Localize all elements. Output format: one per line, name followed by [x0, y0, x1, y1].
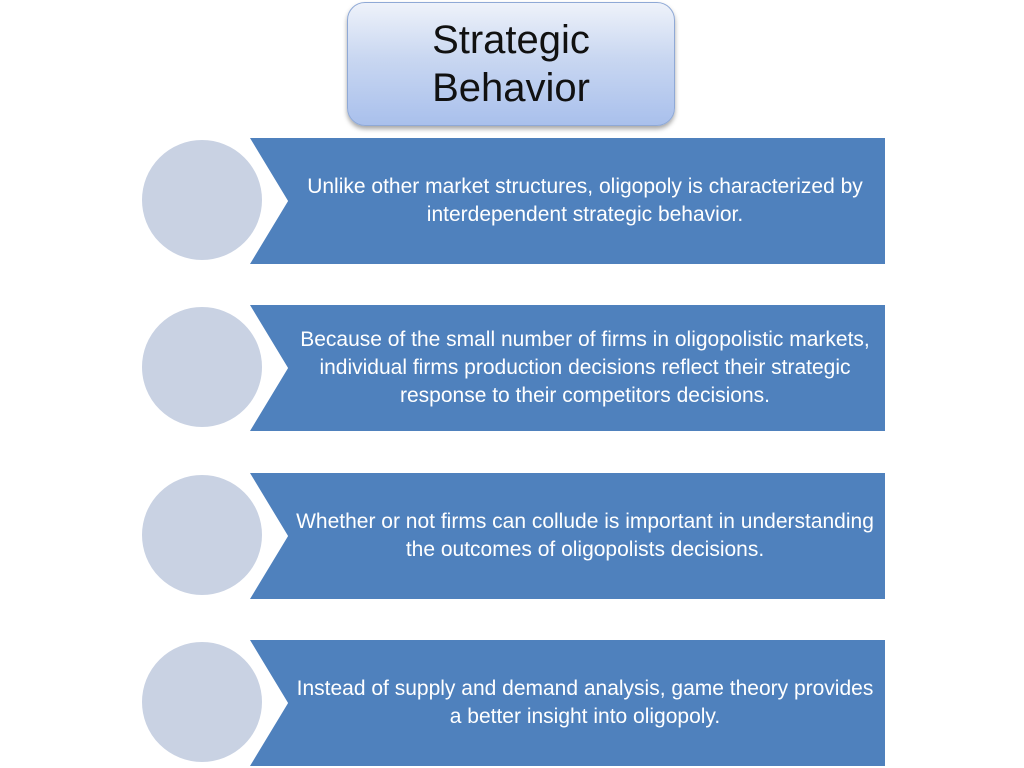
- diagram-title: Strategic Behavior: [432, 18, 590, 110]
- item-banner: [250, 473, 885, 599]
- item-circle: [140, 138, 264, 262]
- item-text: Instead of supply and demand analysis, g…: [296, 677, 874, 728]
- item-circle: [140, 640, 264, 764]
- title-box: Strategic Behavior: [347, 2, 675, 126]
- item-circle: [140, 305, 264, 429]
- item-text: Because of the small number of firms in …: [300, 328, 870, 407]
- item-text: Whether or not firms can collude is impo…: [296, 510, 874, 561]
- item-banner: [250, 640, 885, 766]
- item-circle: [140, 473, 264, 597]
- item-banner: [250, 138, 885, 264]
- item-text: Unlike other market structures, oligopol…: [307, 175, 863, 226]
- list-item: Because of the small number of firms in …: [140, 305, 885, 433]
- list-item: Whether or not firms can collude is impo…: [140, 473, 885, 601]
- list-item: Unlike other market structures, oligopol…: [140, 138, 885, 266]
- item-banner: [250, 305, 885, 431]
- list-item: Instead of supply and demand analysis, g…: [140, 640, 885, 768]
